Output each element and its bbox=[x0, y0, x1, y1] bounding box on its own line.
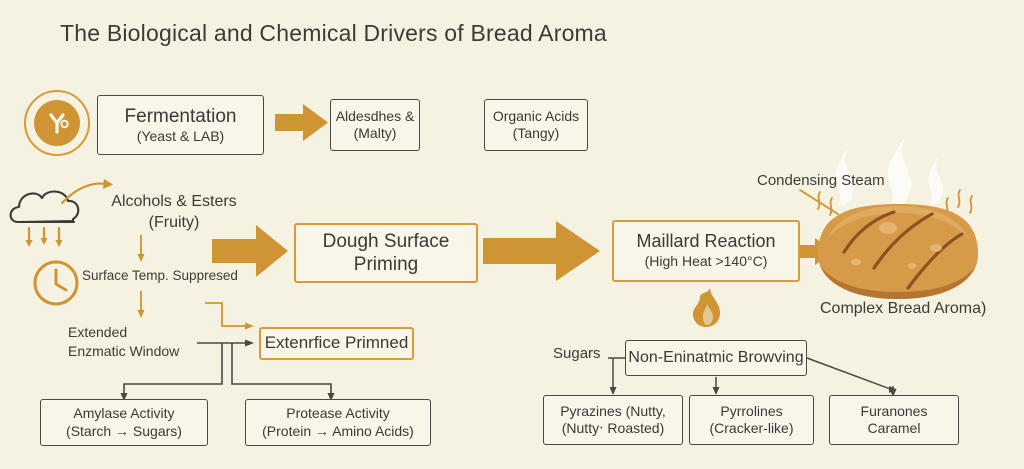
pyrrolines-line1: Pyrrolines bbox=[720, 402, 783, 419]
non-enzymatic-browning-box[interactable]: Non-Eninatmic Browving bbox=[625, 340, 807, 376]
alcohols-esters-label: Alcohols & Esters (Fruity) bbox=[104, 192, 244, 234]
surface-temp-label: Surface Temp. Suppresed bbox=[82, 268, 238, 283]
aldehydes-line1: Aldesdhes & bbox=[335, 107, 415, 124]
dough-line2: Priming bbox=[353, 254, 419, 275]
protease-activity-box[interactable]: Protease Activity (Protein → Amino Acids… bbox=[245, 399, 431, 446]
clock-icon bbox=[33, 260, 79, 306]
steam-pointer-line bbox=[799, 189, 839, 215]
dough-surface-priming-box[interactable]: Dough Surface Priming bbox=[294, 223, 478, 283]
protease-line1: Protease Activity bbox=[286, 405, 390, 422]
furanones-line1: Furanones bbox=[860, 402, 928, 419]
pyrrolines-box[interactable]: Pyrrolines (Cracker-like) bbox=[689, 395, 814, 445]
maillard-reaction-box[interactable]: Maillard Reaction (High Heat >140°C) bbox=[612, 220, 800, 282]
aldehydes-line2: (Malty) bbox=[353, 125, 397, 141]
amylase-activity-box[interactable]: Amylase Activity (Starch → Sugars) bbox=[40, 399, 208, 446]
complex-bread-aroma-label: Complex Bread Aroma) bbox=[820, 300, 987, 317]
rain-arrows-icon bbox=[25, 226, 63, 247]
arrow-dough-to-maillard bbox=[483, 221, 600, 281]
protease-line2: (Protein → Amino Acids) bbox=[262, 422, 414, 439]
aldehydes-box[interactable]: Aldesdhes & (Malty) bbox=[330, 99, 420, 151]
fermentation-title: Fermentation bbox=[124, 105, 237, 127]
arrow-maillard-to-bread bbox=[798, 238, 833, 265]
sugars-label: Sugars bbox=[553, 345, 601, 362]
yeast-glyph-icon bbox=[49, 113, 69, 134]
fermentation-box[interactable]: Fermentation (Yeast & LAB) bbox=[97, 95, 264, 155]
alcohols-line1: Alcohols & Esters bbox=[111, 193, 237, 210]
enzymatic-window-line2: Enzmatic Window bbox=[68, 342, 180, 359]
enzymatic-window-line1: Extended bbox=[68, 324, 128, 340]
enzymatic-window-label: Extended Enzmatic Window bbox=[68, 323, 179, 361]
dough-line1: Dough Surface bbox=[322, 230, 450, 252]
cloud-icon bbox=[9, 190, 80, 224]
fermentation-subtitle: (Yeast & LAB) bbox=[136, 128, 225, 145]
amylase-line2: (Starch → Sugars) bbox=[66, 422, 182, 439]
maillard-line1: Maillard Reaction bbox=[636, 231, 776, 252]
organic-acids-box[interactable]: Organic Acids (Tangy) bbox=[484, 99, 588, 151]
browning-hub-label: Non-Eninatmic Browving bbox=[628, 349, 804, 367]
alcohols-line2: (Fruity) bbox=[148, 213, 200, 231]
organic-acids-line2: (Tangy) bbox=[512, 125, 560, 141]
pyrazines-box[interactable]: Pyrazines (Nutty, (Nutty‧ Roasted) bbox=[543, 395, 683, 445]
bread-loaf-icon bbox=[818, 204, 978, 299]
yeast-cell-icon bbox=[24, 90, 90, 156]
pyrazines-line2: (Nutty‧ Roasted) bbox=[561, 420, 665, 436]
extenrfice-primned-box[interactable]: Extenrfice Primned bbox=[259, 327, 414, 360]
furanones-box[interactable]: Furanones Caramel bbox=[829, 395, 959, 445]
pyrrolines-line2: (Cracker-like) bbox=[709, 420, 794, 436]
page-title: The Biological and Chemical Drivers of B… bbox=[60, 20, 607, 46]
organic-acids-line1: Organic Acids bbox=[492, 107, 580, 124]
condensing-steam-label: Condensing Steam bbox=[757, 172, 885, 189]
furanones-line2: Caramel bbox=[867, 420, 921, 436]
heat-squiggles-icon bbox=[817, 189, 973, 216]
pyrazines-line1: Pyrazines (Nutty, bbox=[560, 402, 666, 419]
amylase-line1: Amylase Activity bbox=[73, 405, 175, 422]
maillard-line2: (High Heat >140°C) bbox=[644, 253, 768, 270]
extenrfice-primned-label: Extenrfice Primned bbox=[264, 333, 409, 353]
